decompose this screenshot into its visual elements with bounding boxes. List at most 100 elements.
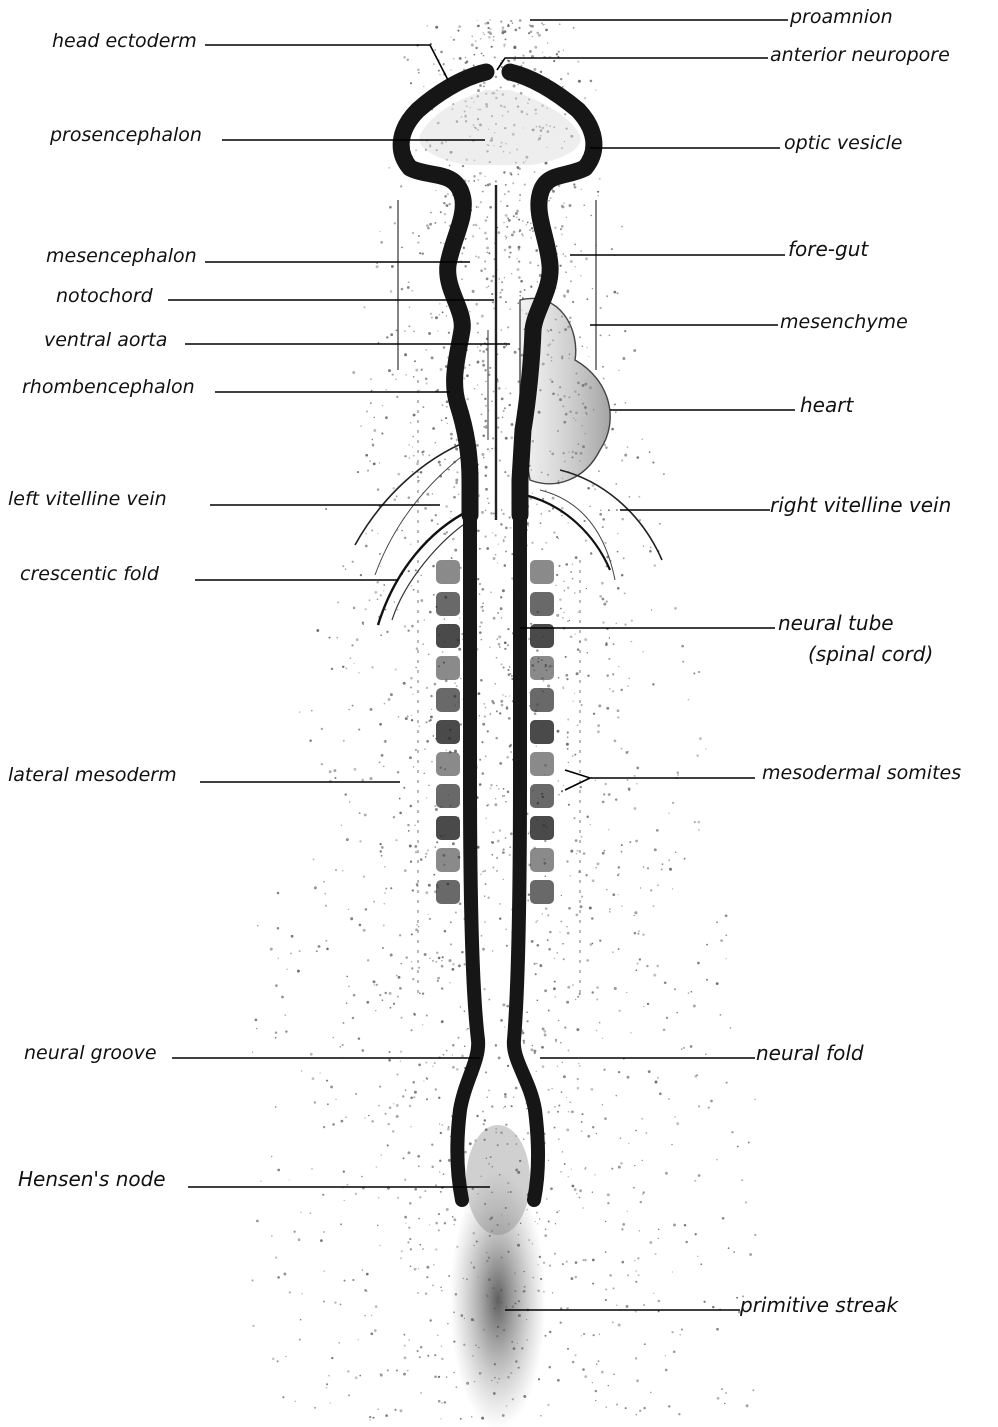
stipple-dot (452, 963, 454, 965)
stipple-dot (407, 59, 409, 61)
stipple-dot (477, 384, 479, 386)
stipple-dot (414, 360, 416, 362)
stipple-dot (383, 924, 385, 926)
stipple-dot (405, 374, 407, 376)
stipple-dot (479, 350, 481, 352)
stipple-dot (486, 805, 487, 806)
stipple-dot (373, 1417, 375, 1419)
stipple-dot (597, 730, 600, 733)
stipple-dot (326, 948, 329, 951)
stipple-dot (548, 1010, 550, 1012)
stipple-dot (477, 346, 478, 347)
stipple-dot (453, 486, 455, 488)
stipple-dot (401, 247, 403, 249)
stipple-dot (507, 1065, 509, 1067)
somite-right (530, 848, 554, 872)
stipple-dot (537, 1223, 538, 1224)
stipple-dot (555, 585, 557, 587)
stipple-dot (462, 165, 464, 167)
stipple-dot (515, 1087, 518, 1090)
stipple-dot (536, 504, 537, 505)
stipple-dot (560, 1042, 562, 1044)
stipple-dot (591, 215, 592, 216)
stipple-dot (482, 364, 485, 367)
stipple-dot (485, 818, 487, 820)
stipple-dot (583, 1259, 584, 1260)
stipple-dot (616, 623, 618, 625)
right-vitelline-vein (560, 470, 662, 560)
stipple-dot (393, 1103, 394, 1104)
stipple-dot (716, 982, 719, 985)
stipple-dot (584, 520, 586, 522)
stipple-dot (452, 538, 455, 541)
stipple-dot (554, 958, 555, 959)
stipple-dot (460, 1418, 462, 1420)
stipple-dot (435, 26, 438, 29)
stipple-dot (434, 1062, 436, 1064)
stipple-dot (411, 933, 413, 935)
stipple-dot (385, 1414, 388, 1417)
stipple-dot (277, 1169, 280, 1172)
stipple-dot (698, 1174, 701, 1177)
stipple-dot (355, 1193, 357, 1195)
stipple-dot (532, 492, 533, 493)
stipple-dot (408, 1339, 410, 1341)
stipple-dot (482, 609, 484, 611)
stipple-dot (521, 233, 523, 235)
stipple-dot (434, 442, 436, 444)
stipple-dot (343, 1022, 345, 1024)
stipple-dot (271, 1156, 272, 1157)
stipple-dot (481, 511, 484, 514)
stipple-dot (438, 1097, 440, 1099)
stipple-dot (496, 857, 498, 859)
stipple-dot (664, 981, 667, 984)
stipple-dot (565, 271, 567, 273)
stipple-dot (363, 929, 366, 932)
stipple-dot (635, 1357, 637, 1359)
stipple-dot (544, 1234, 547, 1237)
stipple-dot (558, 1138, 560, 1140)
stipple-dot (497, 638, 498, 639)
stipple-dot (323, 881, 325, 883)
stipple-dot (519, 229, 522, 232)
stipple-dot (570, 1277, 573, 1280)
stipple-dot (624, 454, 627, 457)
stipple-dot (513, 215, 515, 217)
stipple-dot (505, 38, 507, 40)
leader-lines (168, 20, 795, 1310)
stipple-dot (517, 173, 519, 175)
stipple-dot (577, 996, 579, 998)
stipple-dot (450, 921, 452, 923)
stipple-dot (479, 783, 482, 786)
stipple-dot (705, 1054, 706, 1055)
stipple-dot (533, 1050, 536, 1053)
stipple-dot (450, 943, 452, 945)
stipple-dot (504, 407, 506, 409)
stipple-dot (505, 837, 507, 839)
stipple-dot (613, 1374, 615, 1376)
stipple-dot (369, 1416, 371, 1418)
stipple-dot (326, 1383, 328, 1385)
stipple-dot (599, 178, 601, 180)
stipple-dot (668, 812, 670, 814)
stipple-dot (412, 446, 413, 447)
stipple-dot (665, 1355, 666, 1356)
stipple-dot (593, 713, 595, 715)
stipple-dot (403, 56, 406, 59)
stipple-dot (550, 197, 552, 199)
stipple-dot (418, 72, 420, 74)
stipple-dot (485, 488, 488, 491)
stipple-dot (506, 756, 509, 759)
stipple-dot (363, 306, 365, 308)
stipple-dot (481, 453, 484, 456)
stipple-dot (444, 213, 446, 215)
stipple-dot (629, 496, 631, 498)
stipple-dot (503, 346, 506, 349)
stipple-dot (332, 1123, 335, 1126)
stipple-dot (745, 1201, 747, 1203)
stipple-dot (608, 1385, 609, 1386)
stipple-dot (432, 1284, 434, 1286)
stipple-dot (561, 233, 563, 235)
stipple-dot (481, 315, 484, 318)
stipple-dot (502, 417, 504, 419)
